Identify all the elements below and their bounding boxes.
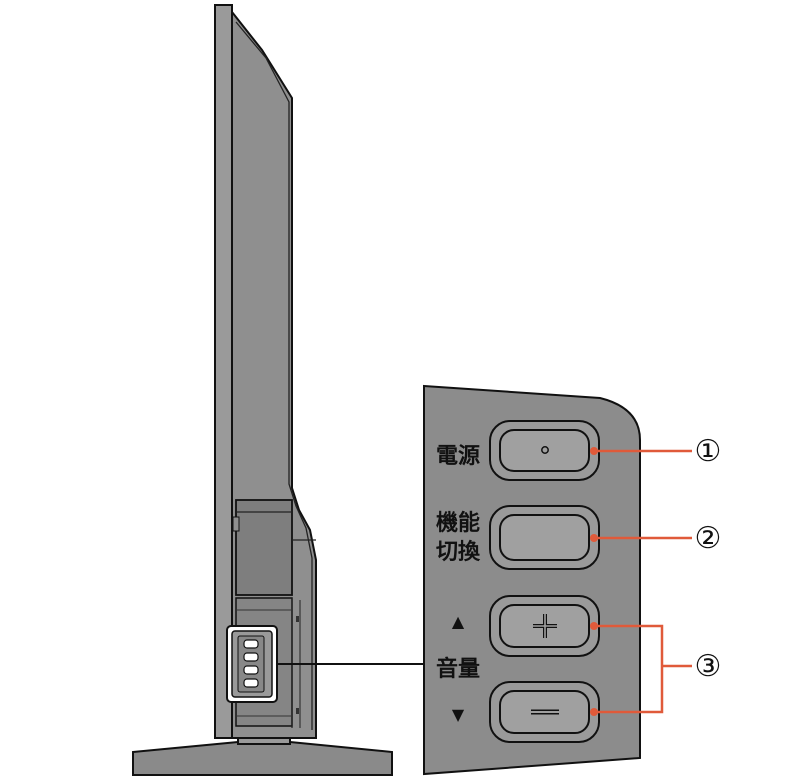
body-volume-up-button — [243, 665, 259, 675]
control-panel-zoom: 電源 機能 切換 ▲ 音量 ▼ — [423, 384, 641, 776]
function-label-line1: 機能 — [436, 510, 480, 536]
callout-1: ① — [695, 434, 722, 469]
callout-2: ② — [695, 521, 722, 556]
function-label-line2: 切換 — [436, 539, 481, 565]
power-button — [489, 420, 600, 481]
volume-down-button — [489, 681, 600, 743]
callout-dots — [590, 447, 598, 716]
volume-label: 音量 — [436, 656, 480, 682]
volume-up-arrow: ▲ — [452, 612, 465, 631]
body-function-button — [243, 652, 259, 662]
body-button-group — [226, 625, 278, 703]
power-label: 電源 — [436, 444, 480, 469]
callout-line-3-bracket — [594, 624, 664, 714]
function-button — [489, 505, 600, 570]
callout-lines — [594, 449, 692, 714]
body-power-button — [243, 639, 259, 649]
volume-down-arrow: ▼ — [452, 705, 465, 724]
body-volume-down-button — [243, 678, 259, 688]
plus-symbol — [533, 614, 557, 638]
power-button-symbol — [541, 446, 549, 454]
volume-up-button — [489, 595, 600, 657]
callout-3: ③ — [695, 649, 722, 684]
